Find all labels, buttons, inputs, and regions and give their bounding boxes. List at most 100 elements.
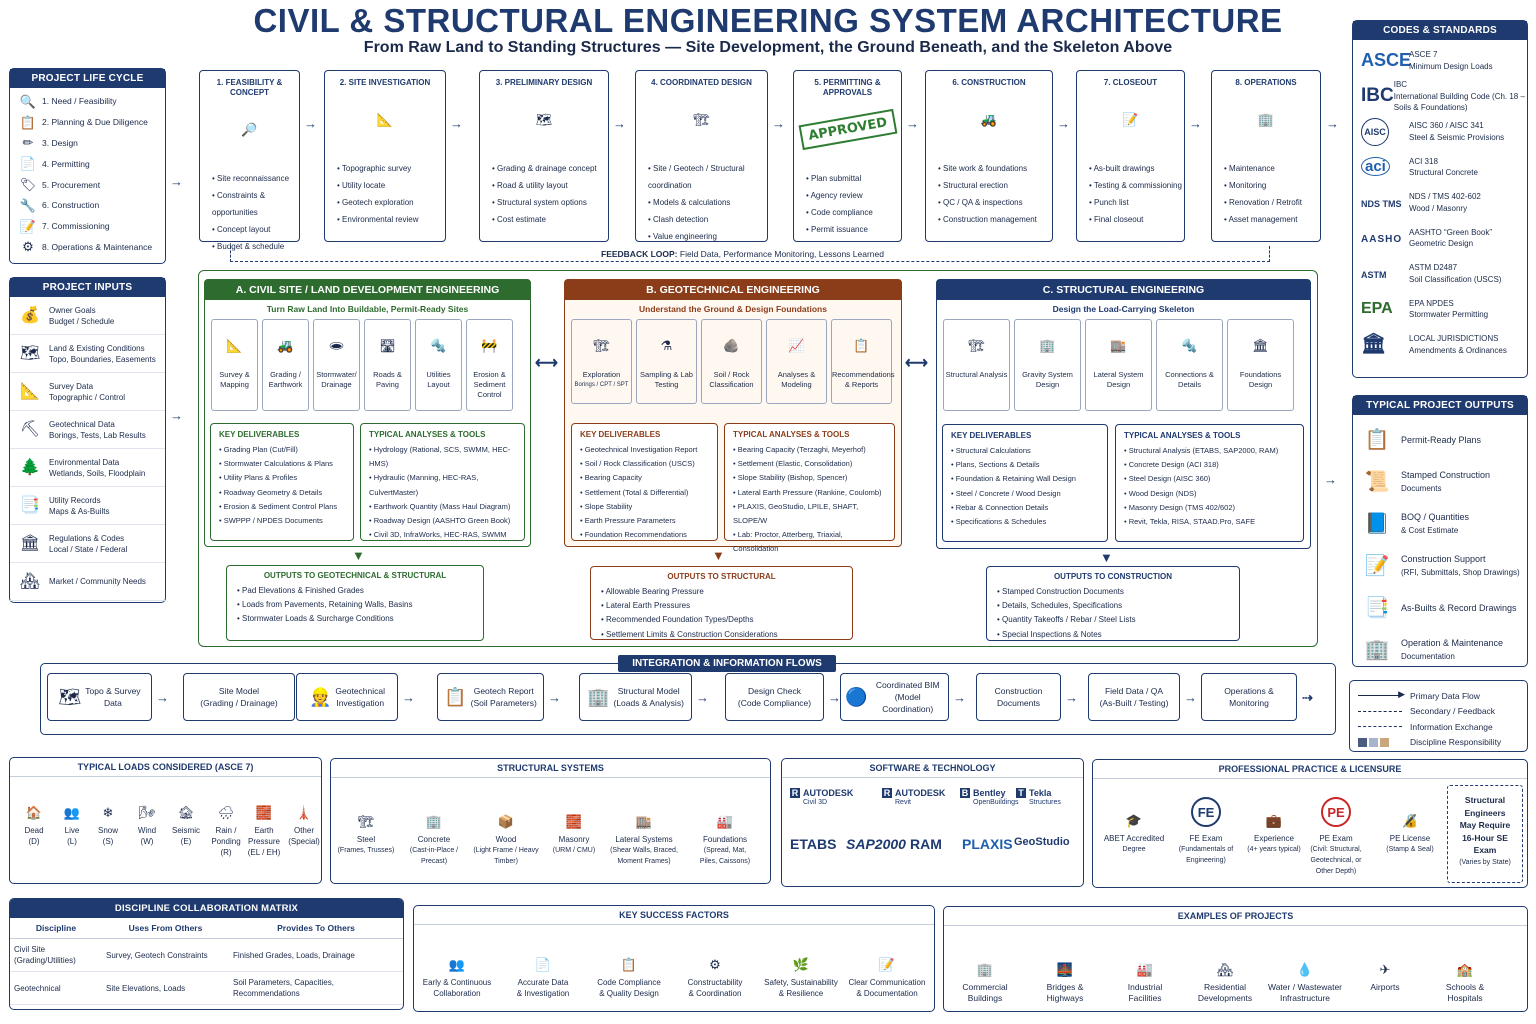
life-cycle-item[interactable]: ⚙8. Operations & Maintenance — [10, 237, 165, 258]
licensure-title: PROFESSIONAL PRACTICE & LICENSURE — [1093, 760, 1527, 779]
discipline-tile[interactable]: 🕳Stormwater/ Drainage — [313, 319, 360, 411]
life-cycle-item[interactable]: 📋2. Planning & Due Diligence — [10, 112, 165, 133]
stage-card[interactable]: 6. CONSTRUCTION🚜Site work & foundationsS… — [925, 70, 1053, 242]
discipline-tile[interactable]: 🏗Structural Analysis — [943, 319, 1010, 411]
flow-step[interactable]: Design Check(Code Compliance) — [725, 673, 824, 721]
life-cycle-item[interactable]: 🔍1. Need / Feasibility — [10, 91, 165, 112]
discipline-tile[interactable]: 🚧Erosion & Sediment Control — [466, 319, 513, 411]
flow-step[interactable]: Field Data / QA(As-Built / Testing) — [1088, 673, 1180, 721]
stage-card[interactable]: 3. PRELIMINARY DESIGN🗺Grading & drainage… — [479, 70, 609, 242]
boq-icon: 📘 — [1364, 513, 1390, 535]
arrow-right-icon: → — [906, 116, 919, 131]
list-item: Allowable Bearing Pressure — [601, 585, 842, 599]
discipline-tile[interactable]: 📋Recommendations & Reports — [831, 319, 895, 404]
code-name: ASTM D2487 — [1409, 263, 1458, 273]
stage-card[interactable]: 5. PERMITTING & APPROVALSAPPROVEDPlan su… — [793, 70, 902, 242]
flow-step[interactable]: Site Model(Grading / Drainage) — [183, 673, 295, 721]
fe-badge-icon: FE — [1191, 797, 1221, 827]
matrix-provides: Finished Grades, Loads, Drainage — [233, 950, 355, 960]
matrix-table: Discipline Uses From Others Provides To … — [10, 918, 403, 1009]
road-icon: 🛣 — [379, 337, 396, 353]
flow-step[interactable]: Operations &Monitoring — [1201, 673, 1297, 721]
life-cycle-item[interactable]: ✏3. Design — [10, 133, 165, 154]
success-factor: 📋Code Compliance& Quality Design — [588, 931, 670, 999]
stage-item: Utility locate — [337, 177, 445, 194]
stage-card[interactable]: 8. OPERATIONS🏢MaintenanceMonitoringRenov… — [1211, 70, 1321, 242]
civil-deliverables-title: KEY DELIVERABLES — [219, 430, 300, 439]
discipline-tile[interactable]: 🪨Soil / Rock Classification — [701, 319, 762, 404]
output-item[interactable]: 📑As-Builts & Record Drawings — [1353, 587, 1527, 629]
software-title: SOFTWARE & TECHNOLOGY — [782, 759, 1083, 778]
life-cycle-item[interactable]: 📄4. Permitting — [10, 153, 165, 174]
flow-step[interactable]: 🏢Structural Model(Loads & Analysis) — [579, 673, 692, 721]
flow-step-line: Operations & — [1224, 686, 1274, 696]
stage-card[interactable]: 7. CLOSEOUT📝As-built drawingsTesting & c… — [1076, 70, 1185, 242]
life-cycle-item[interactable]: 🏷5. Procurement — [10, 174, 165, 195]
se-note-sub: (Varies by State) — [1459, 858, 1511, 866]
input-item[interactable]: 🏘Market / Community Needs — [10, 563, 165, 601]
stage-item: Final closeout — [1089, 211, 1184, 228]
discipline-tile[interactable]: 🔩Utilities Layout — [415, 319, 462, 411]
discipline-tile[interactable]: 📈Analyses & Modeling — [766, 319, 827, 404]
compliance-icon: 📋 — [620, 957, 638, 972]
arrow-right-icon: → — [548, 690, 561, 705]
flow-step[interactable]: 📋Geotech Report(Soil Parameters) — [437, 673, 544, 721]
flow-step[interactable]: 🔵Coordinated BIM(Model Coordination) — [840, 673, 949, 721]
output-item[interactable]: 📘BOQ / Quantities& Cost Estimate — [1353, 503, 1527, 545]
load-item: 🌧Rain /Ponding(R) — [208, 785, 244, 858]
stage-card[interactable]: 2. SITE INVESTIGATION📐Topographic survey… — [324, 70, 446, 242]
stage-item: Structural erection — [938, 177, 1052, 194]
soil-sample-icon: 🪨 — [723, 337, 740, 353]
life-cycle-item[interactable]: 📝7. Commissioning — [10, 216, 165, 237]
discipline-tile[interactable]: 🏬Lateral System Design — [1085, 319, 1152, 411]
software-logo: RAM — [910, 836, 942, 852]
discipline-tile[interactable]: 🛣Roads & Paving — [364, 319, 411, 411]
output-item[interactable]: 📋Permit-Ready Plans — [1353, 419, 1527, 461]
stage-item: Permit issuance — [806, 221, 901, 238]
life-cycle-item[interactable]: 🔧6. Construction — [10, 195, 165, 216]
arrow-right-icon: → — [1326, 116, 1339, 131]
output-item[interactable]: 📝Construction Support(RFI, Submittals, S… — [1353, 545, 1527, 587]
load-line: (Special) — [288, 837, 320, 846]
wood-icon: 📦 — [497, 814, 515, 829]
stage-card[interactable]: 4. COORDINATED DESIGN🏗Site / Geotech / S… — [635, 70, 768, 242]
graph-icon: 📈 — [788, 337, 805, 353]
discipline-tile[interactable]: 📐Survey & Mapping — [211, 319, 258, 411]
connection-icon: 🔩 — [1181, 337, 1198, 353]
code-logo: ASTM — [1361, 269, 1387, 280]
project-example: 🏫Schools &Hospitals — [1426, 930, 1504, 1004]
discipline-tile[interactable]: ⚗Sampling & Lab Testing — [636, 319, 697, 404]
list-item: Quantity Takeoffs / Rebar / Steel Lists — [997, 613, 1229, 627]
outputs-title: TYPICAL PROJECT OUTPUTS — [1353, 396, 1527, 415]
discipline-tile[interactable]: 🔩Connections & Details — [1156, 319, 1223, 411]
discipline-tile[interactable]: 🏛Foundations Design — [1227, 319, 1294, 411]
stage-card[interactable]: 1. FEASIBILITY & CONCEPT🔎Site reconnaiss… — [199, 70, 300, 251]
discipline-tile[interactable]: 🏢Gravity System Design — [1014, 319, 1081, 411]
software-name: PLAXIS — [962, 836, 1013, 852]
discipline-tile[interactable]: 🚜Grading / Earthwork — [262, 319, 309, 411]
